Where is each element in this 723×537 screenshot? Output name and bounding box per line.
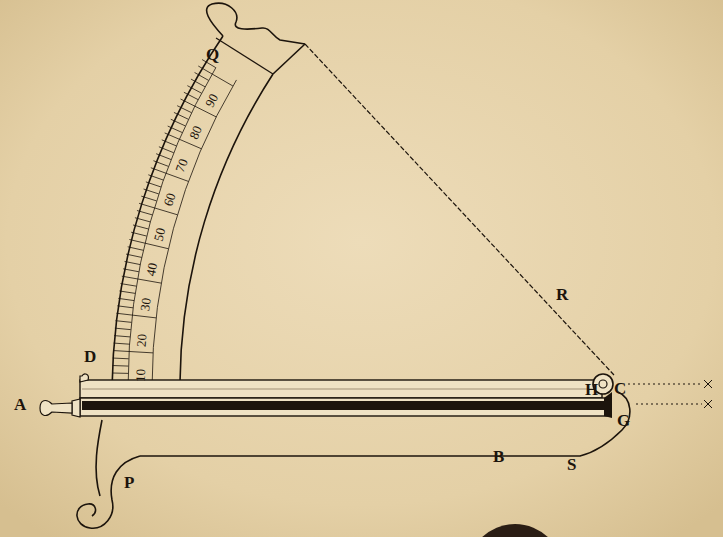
scale-tick <box>118 298 134 300</box>
part-letter: Q <box>206 46 219 63</box>
scale-tick <box>195 73 209 81</box>
scale-tick <box>131 232 147 236</box>
scale-tick <box>156 154 171 160</box>
scale-tick <box>144 189 159 194</box>
scale-number: 20 <box>135 333 149 347</box>
scale-ticks <box>112 60 236 388</box>
part-letter: C <box>614 380 626 397</box>
scale-tick <box>162 140 177 146</box>
scale-number: 30 <box>138 297 153 312</box>
scale-tick <box>148 175 163 180</box>
part-letter: R <box>556 286 568 303</box>
scale-tick <box>153 161 168 167</box>
scale-number: 50 <box>152 226 168 242</box>
scale-tick <box>112 373 128 374</box>
scale-tick <box>122 276 161 283</box>
scale-tick <box>113 358 129 360</box>
scale-band <box>152 80 236 388</box>
part-letter: S <box>567 456 576 473</box>
scale-tick <box>115 328 131 329</box>
part-letter: P <box>124 474 134 491</box>
scale-tick <box>137 210 152 214</box>
quadrant-plate <box>77 3 630 528</box>
scale-tick <box>128 247 144 251</box>
scale-tick <box>135 218 150 222</box>
part-letter: D <box>84 348 96 365</box>
scale-tick <box>121 284 137 287</box>
dark-blot <box>467 524 563 537</box>
scale-tick <box>174 112 188 119</box>
scale-tick <box>114 336 130 337</box>
scale-tick <box>126 254 142 257</box>
scale-tick <box>171 119 186 126</box>
scale-tick <box>159 147 174 153</box>
scale-tick <box>187 86 201 94</box>
scale-tick <box>113 351 153 353</box>
scale-tick <box>116 321 132 323</box>
part-letter: B <box>493 448 504 465</box>
part-letter: A <box>14 396 26 413</box>
scale-tick <box>123 269 139 272</box>
scale-tick <box>119 291 135 293</box>
part-letter: H <box>585 381 598 398</box>
scale-tick <box>133 225 148 229</box>
scale-tick <box>184 92 198 99</box>
scale-number: 40 <box>144 261 159 276</box>
scale-tick <box>146 182 161 187</box>
scale-tick <box>125 261 141 264</box>
part-letter: G <box>617 412 630 429</box>
scale-tick <box>112 365 128 367</box>
scale-band <box>128 68 216 388</box>
scale-tick <box>198 66 233 86</box>
scale-tick <box>191 79 205 87</box>
scale-number: 10 <box>133 369 146 382</box>
scale-tick <box>117 306 133 308</box>
scale-tick <box>177 106 191 113</box>
scale-tick <box>116 313 156 318</box>
scale-tick <box>114 343 130 344</box>
scale-tick <box>168 126 183 133</box>
scale-tick <box>141 196 156 201</box>
